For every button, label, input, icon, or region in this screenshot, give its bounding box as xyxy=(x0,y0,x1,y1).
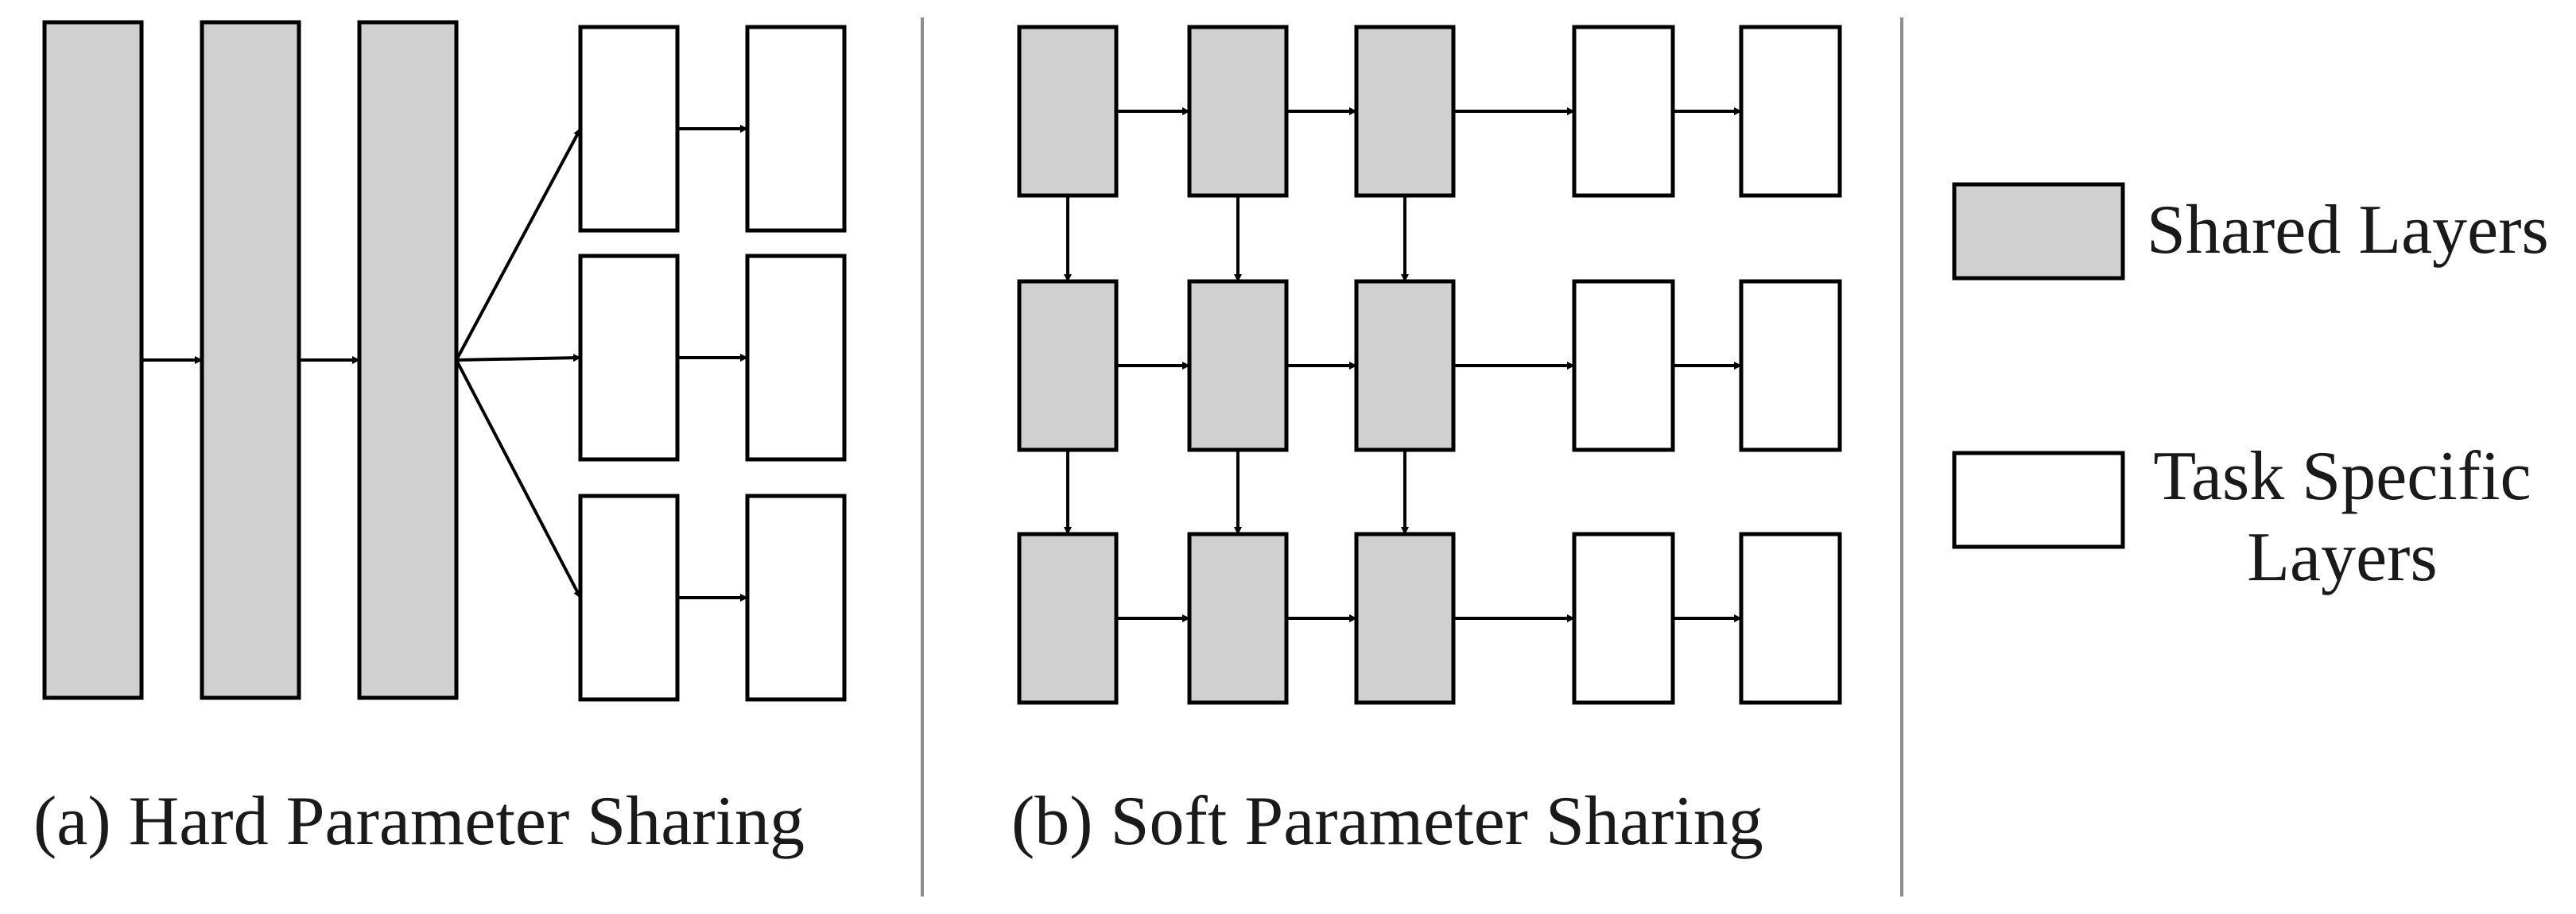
hard-sharing-connectors xyxy=(142,125,748,602)
soft-task-layer xyxy=(1572,279,1675,452)
hard-sharing-panel: (a) Hard Parameter Sharing xyxy=(33,20,847,860)
soft-shared-layer xyxy=(1354,25,1456,198)
soft-shared-layer xyxy=(1354,279,1456,452)
hard-branch-arrow xyxy=(455,128,582,361)
soft-sharing-caption: (b) Soft Parameter Sharing xyxy=(1011,783,1763,860)
soft-task-layer xyxy=(1572,25,1675,198)
hard-shared-layer xyxy=(357,20,459,700)
soft-task-layer xyxy=(1739,279,1842,452)
soft-shared-layer xyxy=(1187,532,1289,705)
task-layer-swatch-icon xyxy=(1952,451,2125,549)
hard-task-layer xyxy=(578,494,680,702)
hard-sharing-caption: (a) Hard Parameter Sharing xyxy=(33,783,805,860)
hard-shared-layer xyxy=(42,20,144,700)
soft-sharing-connectors xyxy=(1064,107,1742,622)
legend: Shared Layers Task Specific Layers xyxy=(1952,182,2549,596)
hard-branch-arrow xyxy=(455,359,582,598)
soft-shared-layer xyxy=(1017,25,1119,198)
hard-branch-arrow xyxy=(456,354,581,362)
hard-task-layer xyxy=(745,254,847,462)
legend-shared-label: Shared Layers xyxy=(2147,192,2549,269)
hard-shared-layer xyxy=(200,20,301,700)
hard-task-layer xyxy=(578,25,680,233)
hard-task-layer xyxy=(578,254,680,462)
hard-task-layer xyxy=(745,494,847,702)
soft-task-layer xyxy=(1572,532,1675,705)
soft-shared-layer xyxy=(1187,25,1289,198)
legend-task-label-line1: Task Specific xyxy=(2153,438,2531,515)
soft-shared-layer xyxy=(1354,532,1456,705)
soft-shared-layer xyxy=(1187,279,1289,452)
shared-layer-swatch-icon xyxy=(1952,182,2125,281)
hard-task-layer xyxy=(745,25,847,233)
soft-shared-layer xyxy=(1017,279,1119,452)
soft-shared-layer xyxy=(1017,532,1119,705)
soft-sharing-panel: (b) Soft Parameter Sharing xyxy=(1011,25,1842,860)
hard-sharing-layers xyxy=(42,20,847,702)
soft-task-layer xyxy=(1739,532,1842,705)
soft-task-layer xyxy=(1739,25,1842,198)
legend-task-label-line2: Layers xyxy=(2247,519,2437,596)
soft-sharing-layers xyxy=(1017,25,1842,705)
